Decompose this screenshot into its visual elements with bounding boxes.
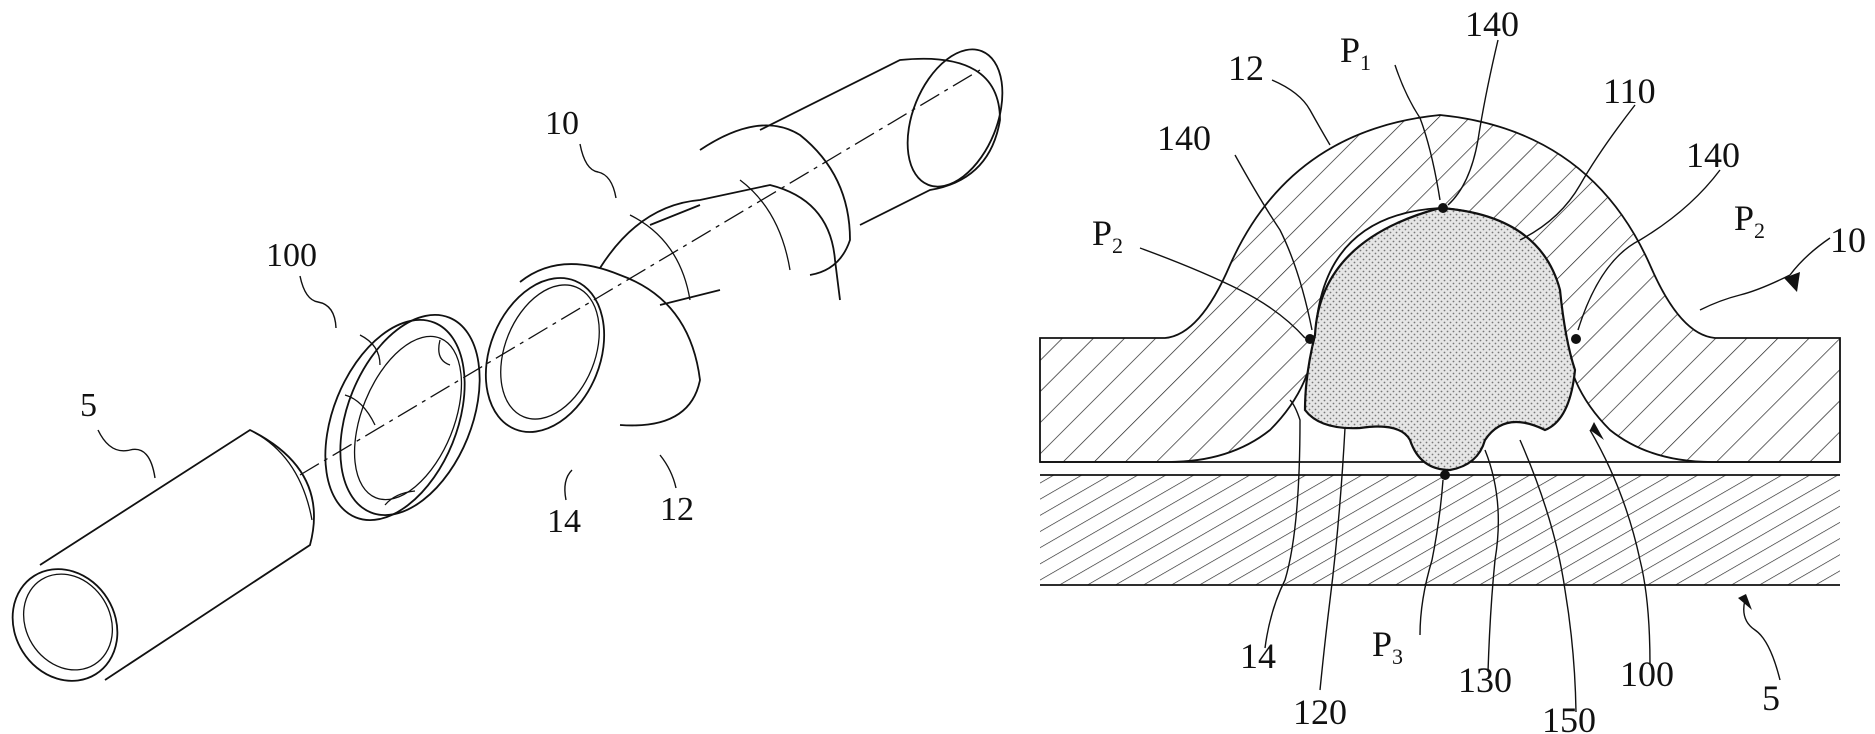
label-150: 150 [1542, 700, 1596, 734]
label-ring: 100 [266, 237, 317, 274]
label-p2-right: P2 [1734, 198, 1765, 243]
label-130: 130 [1458, 660, 1512, 700]
label-14: 14 [1240, 636, 1276, 676]
label-fitting-r: 10 [1830, 220, 1866, 260]
contact-point-p1 [1438, 203, 1448, 213]
label-pipe-r: 5 [1762, 678, 1780, 718]
right-leaders [1139, 39, 1831, 713]
center-axis [299, 69, 981, 476]
leader-ring [299, 275, 337, 329]
label-bulge: 12 [660, 491, 694, 528]
label-fitting-end: 14 [547, 503, 581, 540]
fitting-10 [484, 48, 1004, 433]
label-100: 100 [1620, 654, 1674, 694]
leader-bulge [659, 454, 677, 489]
contact-point-p3 [1440, 470, 1450, 480]
label-pipe: 5 [80, 387, 97, 424]
label-fitting: 10 [545, 105, 579, 142]
label-p1: P1 [1340, 30, 1371, 75]
label-p3: P3 [1372, 624, 1403, 669]
label-p2-left: P2 [1092, 213, 1123, 258]
cross-section-view: 12 P1 140 110 140 140 P2 P2 10 14 P3 120… [1039, 4, 1866, 734]
leader-fitting-end [564, 469, 573, 501]
pipe-5 [11, 428, 315, 682]
label-140-top: 140 [1465, 4, 1519, 44]
leader-fitting [579, 143, 617, 199]
sealing-ring [1303, 206, 1577, 472]
contact-point-p2-left [1305, 334, 1315, 344]
label-bulge-r: 12 [1228, 48, 1264, 88]
contact-point-p2-right [1571, 334, 1581, 344]
label-120: 120 [1293, 692, 1347, 732]
label-140-left: 140 [1157, 118, 1211, 158]
right-labels: 12 P1 140 110 140 140 P2 P2 10 14 P3 120… [1092, 4, 1866, 734]
exploded-view: 5 100 10 14 12 [11, 48, 1004, 682]
label-110: 110 [1603, 71, 1656, 111]
label-140-right: 140 [1686, 135, 1740, 175]
pipe-section [1040, 475, 1840, 585]
left-labels: 5 100 10 14 12 [80, 105, 694, 540]
ring-100 [324, 314, 481, 521]
leader-pipe [97, 429, 156, 479]
